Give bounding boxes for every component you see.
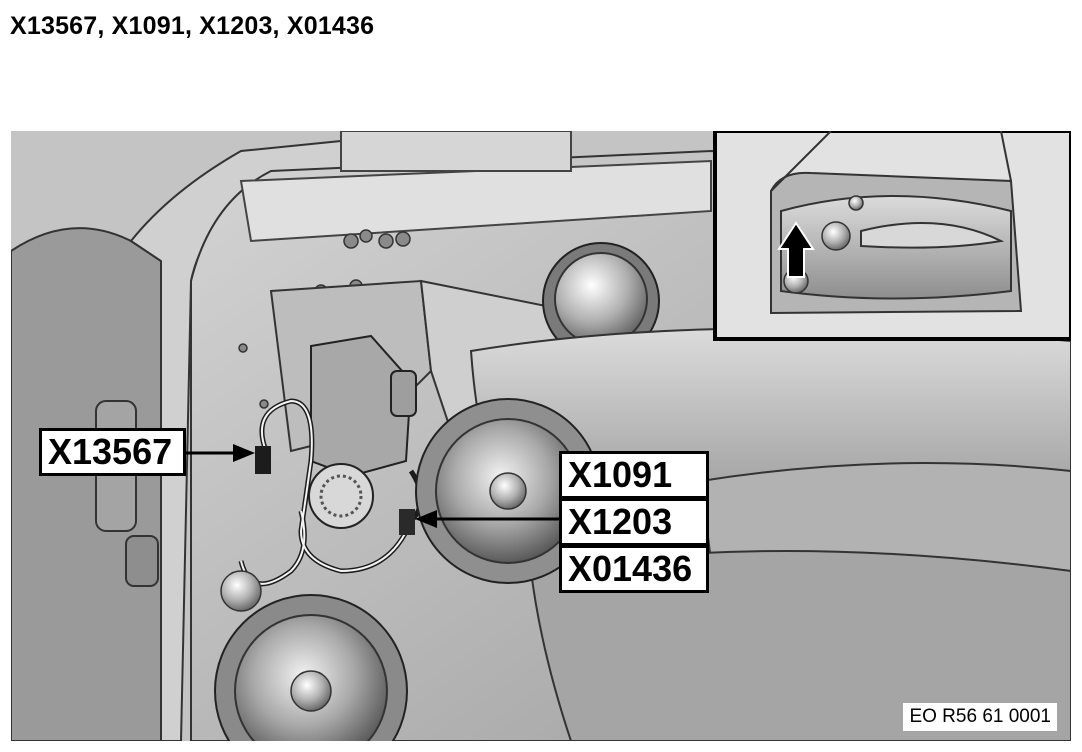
inset-detail [713,131,1071,341]
leader-arrow-left [233,444,255,462]
inset-up-arrow [777,221,815,278]
woofer-cap [290,670,332,712]
leader-arrow-right [415,510,437,528]
callout-x13567: X13567 [39,428,186,476]
figure-reference-code: EO R56 61 0001 [903,703,1057,731]
door-illustration [11,131,1071,741]
window-glass-top [340,131,572,172]
door-frame-left [11,227,162,741]
door-grommet [220,570,262,612]
connector-x1091-group [399,509,415,535]
motor-connector [390,370,417,417]
motor-gear [308,463,374,529]
hinge-lower [125,535,159,587]
tweeter-dome [554,252,648,346]
callout-x1091: X1091 [559,451,709,499]
mid-speaker-cap [489,472,527,510]
connector-x13567 [255,446,271,474]
callout-x1203: X1203 [559,498,709,546]
page-title: X13567, X1091, X1203, X01436 [10,12,375,40]
door-panel-figure: X13567 X1091 X1203 X01436 EO R56 61 0001 [11,131,1071,741]
callout-x01436: X01436 [559,545,709,593]
